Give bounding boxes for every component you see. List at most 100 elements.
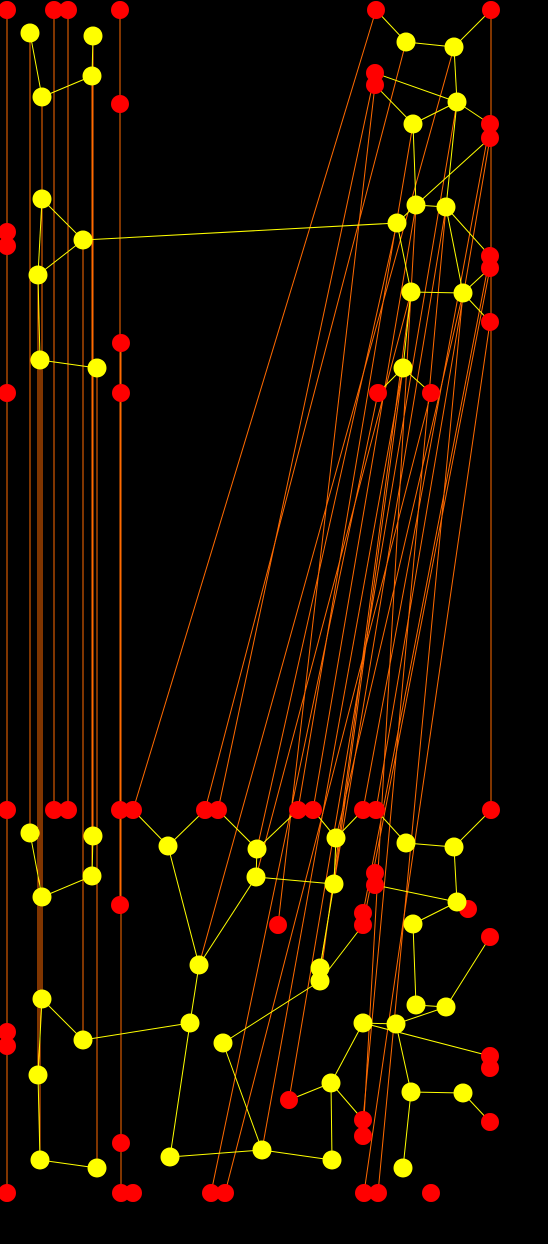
bottom-terminal-edge	[362, 1022, 491, 1057]
terminal-node	[354, 1111, 372, 1129]
core-node	[83, 826, 103, 846]
bridge-edge	[82, 222, 398, 241]
core-node	[32, 989, 52, 1009]
terminal-node	[481, 1113, 499, 1131]
core-node	[453, 283, 473, 303]
core-node	[82, 866, 102, 886]
core-node	[387, 213, 407, 233]
core-node	[393, 358, 413, 378]
core-node	[401, 282, 421, 302]
correspondence-line	[312, 204, 417, 811]
core-node	[73, 230, 93, 250]
core-node	[20, 23, 40, 43]
correspondence-line	[210, 392, 379, 1194]
correspondence-line	[362, 267, 491, 926]
core-node	[252, 1140, 272, 1160]
correspondence-edges	[6, 9, 492, 1194]
bottom-edge	[395, 1023, 412, 1093]
terminal-node	[355, 1184, 373, 1202]
core-node	[189, 955, 209, 975]
correspondence-line	[261, 367, 404, 1151]
core-node	[453, 1083, 473, 1103]
bottom-edge	[39, 1159, 98, 1169]
core-node	[326, 828, 346, 848]
terminal-node	[481, 129, 499, 147]
bottom-edge	[167, 845, 200, 966]
correspondence-line	[132, 9, 377, 811]
core-node	[324, 874, 344, 894]
core-node	[353, 1013, 373, 1033]
core-node	[310, 971, 330, 991]
correspondence-line	[256, 222, 398, 850]
top-left-edge	[29, 32, 43, 98]
terminal-node	[481, 259, 499, 277]
terminal-node	[0, 223, 16, 241]
terminal-node	[111, 801, 129, 819]
bottom-edge	[261, 1149, 333, 1161]
core-node	[447, 892, 467, 912]
top-right-edge	[445, 206, 464, 294]
bottom-edge	[37, 998, 43, 1076]
core-node	[213, 1033, 233, 1053]
top-right-edge	[402, 291, 412, 369]
core-node	[180, 1013, 200, 1033]
terminal-node	[0, 1037, 16, 1055]
core-node	[32, 87, 52, 107]
top-right-edge	[445, 101, 458, 208]
terminal-node	[0, 1, 16, 19]
core-node	[30, 1150, 50, 1170]
core-node	[403, 114, 423, 134]
bottom-edge	[82, 1022, 191, 1041]
bottom-edge	[222, 1042, 263, 1151]
terminal-node	[59, 801, 77, 819]
terminal-node	[216, 1184, 234, 1202]
terminal-node	[111, 95, 129, 113]
top-left-edge	[37, 198, 43, 276]
core-node	[310, 958, 330, 978]
core-node	[30, 350, 50, 370]
terminal-node	[369, 384, 387, 402]
bottom-edge	[169, 1149, 263, 1158]
terminal-node	[289, 801, 307, 819]
core-node	[436, 997, 456, 1017]
terminal-node	[0, 801, 16, 819]
core-node	[87, 1158, 107, 1178]
core-node	[406, 995, 426, 1015]
bottom-terminal-edge	[445, 936, 491, 1008]
core-nodes	[20, 23, 473, 1178]
terminal-node	[269, 916, 287, 934]
correspondence-line	[375, 137, 491, 811]
terminal-node	[0, 1023, 16, 1041]
top-right-terminal-edge	[415, 137, 491, 206]
top-right-edge	[412, 123, 417, 206]
core-node	[83, 26, 103, 46]
terminal-node	[124, 801, 142, 819]
correspondence-line	[204, 41, 407, 811]
correspondence-line	[362, 123, 491, 811]
bottom-edge	[255, 876, 335, 885]
core-node	[406, 195, 426, 215]
core-node	[396, 833, 416, 853]
correspondence-line	[288, 101, 458, 1101]
core-node	[444, 837, 464, 857]
top-right-terminal-edge	[374, 72, 458, 103]
core-node	[28, 1065, 48, 1085]
terminal-node	[112, 1134, 130, 1152]
core-node	[32, 887, 52, 907]
terminal-node	[354, 801, 372, 819]
core-node	[73, 1030, 93, 1050]
terminal-node	[481, 928, 499, 946]
bottom-terminal-edge	[374, 884, 458, 903]
core-node	[396, 32, 416, 52]
terminal-node	[0, 237, 16, 255]
bottom-edge	[198, 876, 257, 966]
terminal-node	[367, 1, 385, 19]
core-node	[447, 92, 467, 112]
core-node	[401, 1082, 421, 1102]
terminal-node	[304, 801, 322, 819]
terminal-node	[124, 1184, 142, 1202]
terminal-node	[366, 76, 384, 94]
terminal-node	[482, 1, 500, 19]
